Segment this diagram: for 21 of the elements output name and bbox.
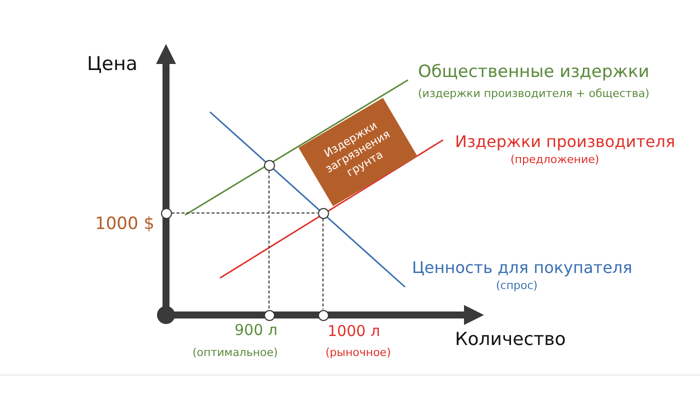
curve-note: (издержки производителя + общества) <box>418 88 650 99</box>
curve-label: Издержки производителя <box>455 134 676 150</box>
point-marker <box>264 160 274 170</box>
quantity-note: (оптимальное) <box>192 347 278 358</box>
quantity-label: 900 л <box>234 323 278 338</box>
guide-line <box>171 212 318 214</box>
curve-label: Ценность для покупателя <box>412 260 632 276</box>
price-label: 1000 $ <box>95 216 154 233</box>
point-marker <box>318 310 328 320</box>
curve-note: (предложение) <box>510 154 600 165</box>
quantity-note: (рыночное) <box>326 347 391 358</box>
guide-line <box>268 170 270 310</box>
point-marker <box>160 208 172 218</box>
point-marker <box>318 208 328 218</box>
curve-label: Общественные издержки <box>418 64 650 81</box>
point-marker <box>264 310 274 320</box>
axis-title: Цена <box>87 55 138 74</box>
curve-note: (спрос) <box>496 280 538 291</box>
quantity-label: 1000 л <box>328 324 380 339</box>
axis-title: Количество <box>455 331 566 349</box>
guide-line <box>322 218 324 310</box>
